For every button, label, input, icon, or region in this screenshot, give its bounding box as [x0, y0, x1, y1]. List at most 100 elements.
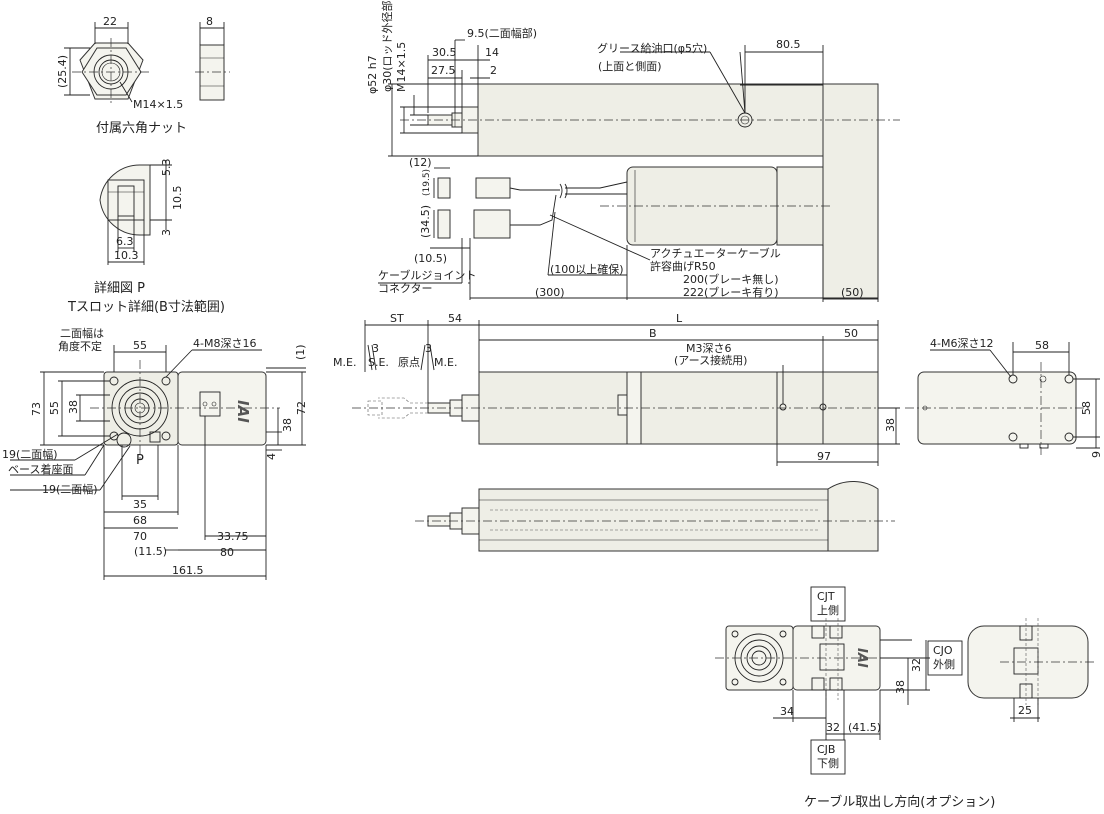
hex-nut-side-view [195, 22, 230, 101]
ground-connection-note: (アース接続用) [674, 353, 747, 367]
flat-angle-note-1: 二面幅は [60, 327, 104, 340]
side-dim-38: 38 [884, 418, 897, 432]
mechanical-end-right: M.E. [434, 356, 457, 369]
front-dim-35: 35 [133, 498, 147, 511]
grease-port-note: グリース給油口(φ5穴) [597, 41, 707, 55]
cjb-label: CJB [817, 743, 835, 756]
end-view-body [905, 362, 1090, 455]
origin-label: 原点 [398, 356, 420, 369]
dim-rod-thread: M14×1.5 [395, 42, 408, 92]
front-view-body [90, 360, 280, 460]
front-dim-80: 80 [220, 546, 234, 559]
front-view-dimensions [10, 345, 306, 580]
side-dim-97: 97 [817, 450, 831, 463]
detail-p-caption: 詳細図 P [94, 280, 145, 296]
side-dim-3-a: 3 [372, 342, 379, 355]
front-dim-68: 68 [133, 514, 147, 527]
hex-nut-front-view [64, 22, 150, 106]
cable-dim-32-a: 32 [910, 658, 923, 672]
nut-caption: 付属六角ナット [96, 121, 187, 136]
dim-30-5: 30.5 [432, 46, 457, 59]
front-dim-38-right: 38 [281, 418, 294, 432]
dim-rod-outer: φ30(ロッド外径部) [380, 0, 394, 92]
connector-dim-10-5: (10.5) [414, 252, 447, 265]
front-dim-161-5: 161.5 [172, 564, 204, 577]
side-dim-b: B [649, 327, 657, 340]
cjt-sub-label: 上側 [817, 604, 839, 617]
front-dim-73: 73 [30, 402, 43, 416]
front-flat-19-a: 19(二面幅) [2, 448, 58, 461]
front-dim-55-top: 55 [133, 339, 147, 352]
dim-2: 2 [490, 64, 497, 77]
front-dim-11-5: (11.5) [134, 545, 167, 558]
side-dim-54: 54 [448, 312, 462, 325]
front-dim-70: 70 [133, 530, 147, 543]
stroke-end-label: S.E. [368, 356, 389, 369]
end-m6-note: 4-M6深さ12 [930, 337, 993, 350]
dim-200-no-brake: 200(ブレーキ無し) [683, 272, 779, 286]
cjo-sub-label: 外側 [933, 658, 955, 671]
cjt-label: CJT [817, 590, 835, 603]
side-view-body [352, 371, 900, 445]
dim-222-brake: 222(ブレーキ有り) [683, 285, 779, 299]
dim-9-5: 9.5(二面幅部) [467, 26, 537, 40]
end-dim-58-right: 58 [1080, 401, 1093, 415]
detail-p-dim-3: 3 [160, 229, 173, 236]
dim-14: 14 [485, 46, 499, 59]
nut-height-dim: (25.4) [56, 55, 69, 88]
nut-width-dim: 22 [103, 15, 117, 28]
cable-joint-label: ケーブルジョイント [378, 268, 476, 282]
end-view-dimensions [930, 342, 1100, 449]
side-dim-50: 50 [844, 327, 858, 340]
cable-options-caption: ケーブル取出し方向(オプション) [804, 794, 995, 810]
bottom-view-body [415, 481, 895, 552]
detail-p-dim-6-3: 6.3 [116, 235, 134, 248]
cjo-label: CJO [933, 644, 953, 657]
dim-80-5: 80.5 [776, 38, 801, 51]
cable-dim-41-5: (41.5) [848, 721, 881, 734]
cable-bend-note: アクチュエーターケーブル [650, 246, 781, 260]
front-dim-4: 4 [265, 453, 278, 460]
front-logo: IAI [234, 400, 252, 423]
dim-rod-dia: φ52 h7 [366, 55, 379, 94]
cable-option-logo: IAI [854, 648, 869, 668]
detail-p-marker: P [136, 453, 144, 468]
cable-connector-label: コネクター [378, 282, 433, 295]
front-dim-1: (1) [294, 344, 307, 360]
dim-27-5: 27.5 [431, 64, 456, 77]
side-dim-st: ST [390, 312, 404, 325]
connector-dim-12: (12) [409, 156, 432, 169]
side-view-dimensions [364, 320, 900, 466]
end-dim-58-top: 58 [1035, 339, 1049, 352]
end-dim-9: 9 [1090, 451, 1103, 458]
base-seating-label: ベース着座面 [8, 462, 73, 476]
cjb-sub-label: 下側 [817, 757, 839, 770]
mechanical-end-left: M.E. [333, 356, 356, 369]
side-dim-3-b: 3 [425, 342, 432, 355]
dim-300: (300) [535, 286, 565, 299]
front-flat-19-b: 19(二面幅) [42, 483, 98, 496]
cable-dim-34: 34 [780, 705, 794, 718]
detail-p-drawing [99, 160, 172, 265]
flat-angle-note-2: 角度不定 [58, 339, 102, 353]
top-view-body [400, 83, 900, 300]
detail-p-dim-5-3: 5.3 [160, 159, 173, 177]
ground-screw-note: M3深さ6 [686, 342, 732, 355]
cable-dim-25: 25 [1018, 704, 1032, 717]
connector-dim-19-5: (19.5) [422, 169, 432, 196]
top-view-dimensions [378, 39, 879, 302]
front-dim-55-left: 55 [48, 401, 61, 415]
cable-bend-radius: 許容曲げR50 [650, 259, 716, 273]
cable-option-dimensions [773, 586, 1040, 775]
front-dim-38-left: 38 [67, 400, 80, 414]
cable-dim-32-b: 32 [826, 721, 840, 734]
front-dim-72: 72 [295, 401, 308, 415]
dim-50-top: (50) [841, 286, 864, 299]
cable-secure-note: (100以上確保) [550, 262, 624, 276]
nut-thickness-dim: 8 [206, 15, 213, 28]
connector-dim-34-5: (34.5) [419, 205, 432, 238]
grease-port-sub: (上面と側面) [598, 60, 662, 73]
detail-p-dim-10-3: 10.3 [114, 249, 139, 262]
nut-thread-label: M14×1.5 [133, 98, 183, 111]
